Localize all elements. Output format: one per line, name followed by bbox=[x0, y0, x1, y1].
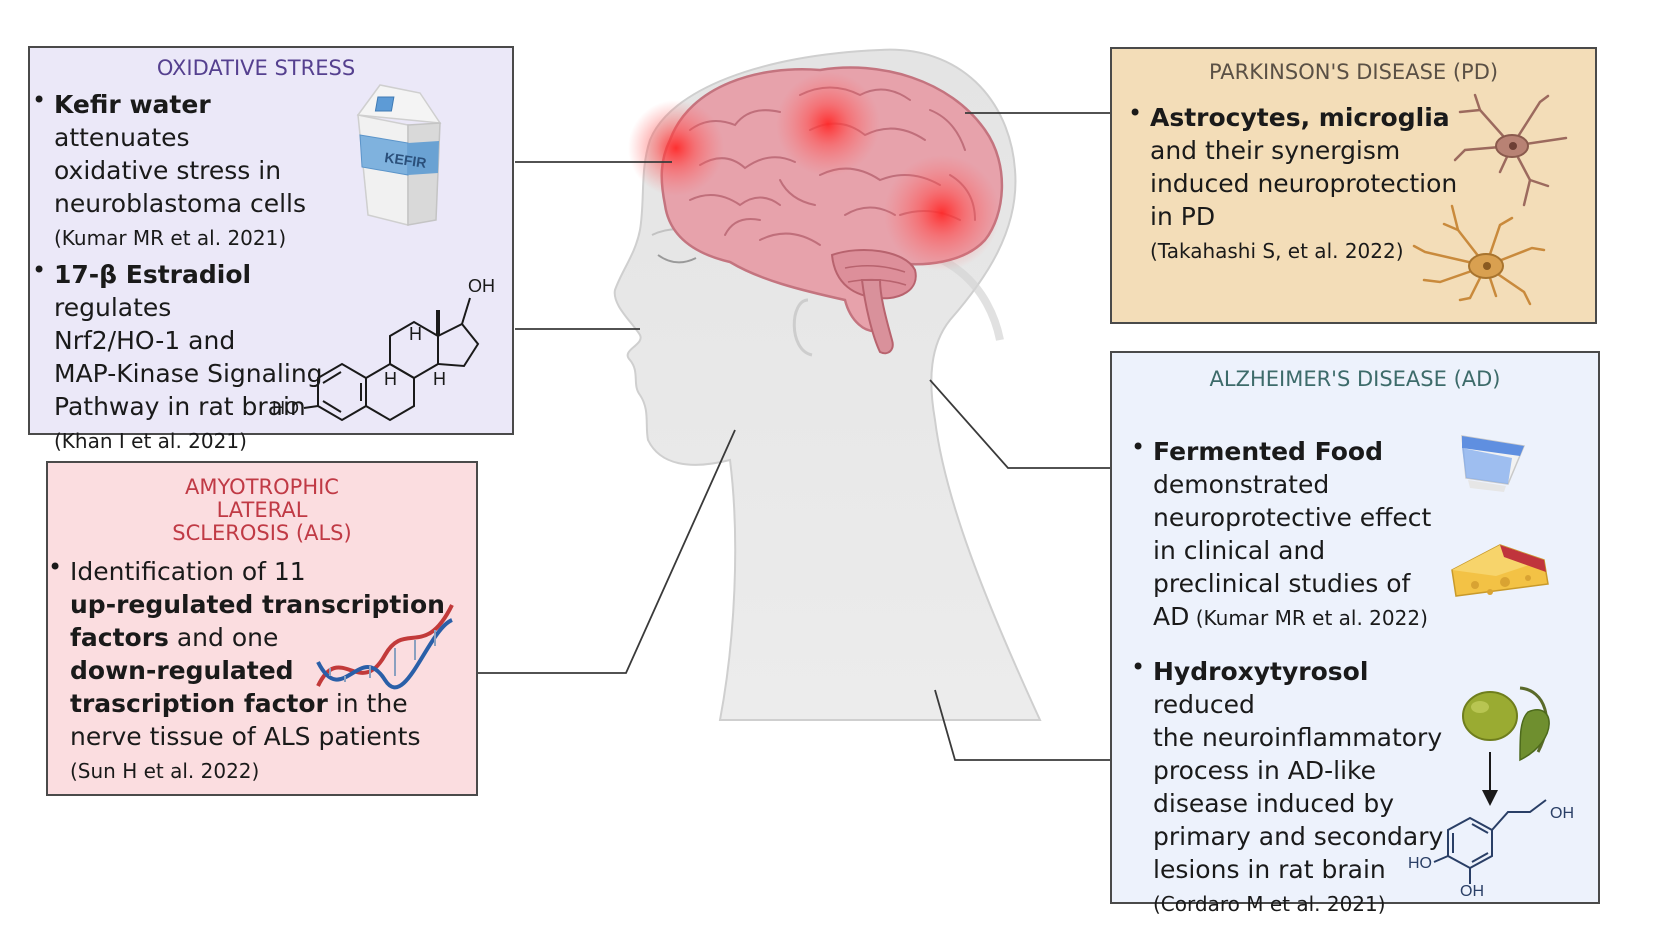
pd-title: PARKINSON'S DISEASE (PD) bbox=[1208, 60, 1499, 84]
estradiol-citation: (Khan I et al. 2021) bbox=[54, 429, 247, 453]
kefir-bold: Kefir water bbox=[54, 90, 211, 119]
bullet-dot: • bbox=[32, 86, 47, 114]
ad-title: ALZHEIMER'S DISEASE (AD) bbox=[1209, 367, 1501, 391]
bullet-dot: • bbox=[48, 553, 63, 581]
als-citation: (Sun H et al. 2022) bbox=[70, 759, 260, 783]
fermented-food-citation: (Kumar MR et al. 2022) bbox=[1189, 606, 1428, 630]
pd-citation: (Takahashi S, et al. 2022) bbox=[1150, 239, 1404, 263]
estradiol-bullet: • 17-β Estradiol regulates Nrf2/HO-1 and… bbox=[32, 256, 323, 453]
bullet-dot: • bbox=[1131, 653, 1146, 681]
ear bbox=[792, 298, 813, 357]
als-bullet: • Identification of 11 up-regulated tran… bbox=[48, 553, 445, 783]
pd-bullet: • Astrocytes, microglia and their synerg… bbox=[1128, 99, 1458, 263]
connector-lines bbox=[478, 112, 1110, 761]
kefir-citation: (Kumar MR et al. 2021) bbox=[54, 226, 287, 250]
als-title: AMYOTROPHIC LATERAL SCLEROSIS (ALS) bbox=[172, 475, 352, 545]
oxidative-stress-title: OXIDATIVE STRESS bbox=[156, 56, 356, 80]
kefir-bullet: • Kefir water attenuates oxidative stres… bbox=[32, 86, 307, 250]
bullet-dot: • bbox=[1131, 433, 1146, 461]
bullet-dot: • bbox=[1128, 99, 1143, 127]
estradiol-bold: 17-β Estradiol bbox=[54, 260, 252, 289]
hydroxytyrosol-bullet: • Hydroxytyrosol reduced the neuroinflam… bbox=[1131, 653, 1444, 916]
bullet-dot: • bbox=[32, 256, 47, 284]
hydroxytyrosol-citation: (Cordaro M et al. 2021) bbox=[1153, 892, 1386, 916]
closed-eye bbox=[657, 254, 697, 264]
brain bbox=[628, 66, 1004, 355]
fermented-food-bullet: • Fermented Food demonstrated neuroprote… bbox=[1131, 433, 1432, 631]
